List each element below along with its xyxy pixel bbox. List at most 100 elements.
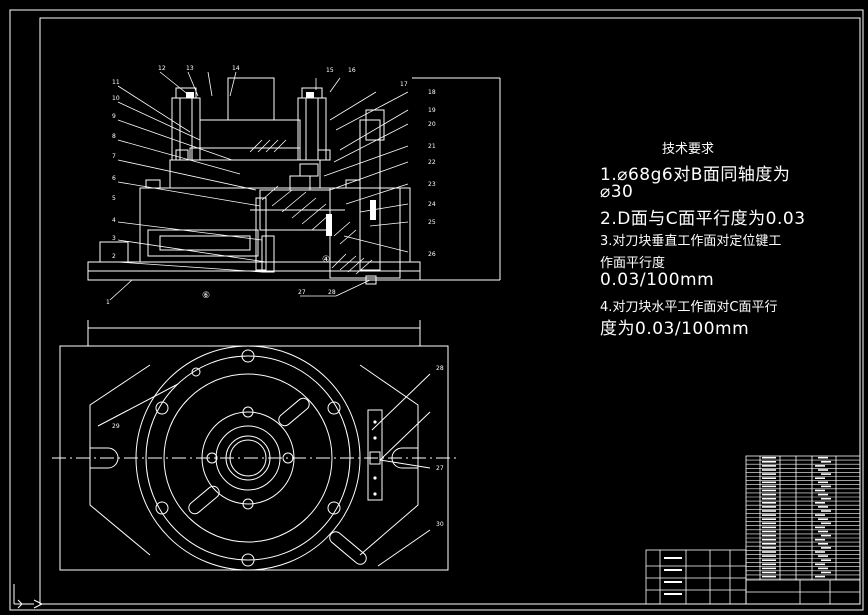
- balloon-3: 3: [112, 235, 116, 242]
- parts-list-entry-mark: [762, 563, 776, 566]
- parts-list-entry-mark: [818, 518, 828, 520]
- balloon-16: 16: [348, 67, 356, 74]
- parts-list-rows: [746, 459, 860, 580]
- title-block-entry-mark: [664, 569, 682, 571]
- balloon-25: 25: [428, 219, 436, 226]
- parts-list-entry-mark: [762, 526, 776, 529]
- parts-list-entry-mark: [762, 522, 776, 525]
- parts-list-entry-mark: [762, 555, 776, 557]
- balloon-18: 18: [428, 89, 436, 96]
- parts-list-entry-mark: [762, 530, 776, 533]
- parts-list-entry-mark: [762, 567, 776, 570]
- parts-list-entry-mark: [762, 497, 776, 500]
- parts-list-entry-mark: [821, 485, 831, 488]
- balloon-6: 6: [112, 175, 116, 182]
- parts-list-entry-mark: [821, 461, 831, 463]
- requirement-line-4: 3.对刀块垂直工作面对定位键工: [600, 234, 782, 249]
- parts-list-entry-mark: [762, 485, 776, 488]
- parts-list-entry-mark: [818, 555, 828, 557]
- balloon-2: 2: [112, 253, 116, 260]
- parts-list-entry-mark: [815, 538, 825, 541]
- parts-list-entry-mark: [762, 538, 776, 541]
- parts-list-entry-mark: [821, 547, 831, 549]
- parts-list-entry-mark: [818, 456, 828, 459]
- balloon-21: 21: [428, 143, 436, 150]
- parts-list-entry-mark: [815, 514, 825, 516]
- parts-list-entry-mark: [762, 465, 776, 467]
- parts-list-entry-mark: [821, 510, 831, 512]
- parts-list-entry-mark: [762, 571, 776, 574]
- parts-list-entry-mark: [818, 469, 828, 471]
- title-block-entry-mark: [664, 593, 682, 595]
- ucs-icon: [13, 584, 44, 609]
- parts-list-entry-mark: [762, 559, 776, 561]
- tech-requirements-title: 技术要求: [662, 142, 715, 157]
- parts-list-entry-mark: [762, 473, 776, 475]
- parts-list-entry-mark: [762, 510, 776, 512]
- balloon-17: 17: [400, 81, 408, 88]
- parts-list-entry-mark: [815, 526, 825, 529]
- parts-list-entry-mark: [818, 543, 828, 545]
- requirement-line-1: 1.⌀68g6对B面同轴度为: [600, 165, 791, 185]
- parts-list-entry-mark: [762, 461, 776, 463]
- requirement-line-2: ⌀30: [600, 182, 634, 202]
- requirement-line-7: 4.对刀块水平工作面对C面平行: [600, 300, 778, 315]
- title-block-entry-mark: [664, 557, 682, 559]
- balloon-20: 20: [428, 121, 436, 128]
- balloon-26: 26: [428, 251, 436, 258]
- parts-list-entry-mark: [821, 534, 831, 537]
- section-solids: [186, 92, 376, 236]
- parts-list-entry-mark: [762, 543, 776, 545]
- balloon-10: 10: [112, 95, 120, 102]
- side-mark: ④: [322, 255, 330, 265]
- balloon-27: 27: [298, 289, 306, 296]
- sheet-frame: [9, 9, 864, 611]
- balloon-22: 22: [428, 159, 436, 166]
- balloon-labels: 11 12 13 14 10 9 8 7 6 5 4 3 2 1 15 16 1…: [106, 65, 444, 528]
- parts-list-entry-mark: [818, 481, 828, 484]
- balloon-5: 5: [112, 195, 116, 202]
- balloon-plan-29: 29: [112, 423, 120, 430]
- parts-list-entry-mark: [762, 481, 776, 484]
- parts-list-entry-mark: [762, 514, 776, 516]
- section-mark: ⑥: [202, 291, 210, 301]
- parts-list-entry-mark: [762, 477, 776, 479]
- parts-list-entry-mark: [762, 551, 776, 553]
- requirement-line-6: 0.03/100mm: [600, 270, 715, 290]
- plan-view-markers: [373, 420, 377, 496]
- parts-list-entry-mark: [762, 534, 776, 537]
- parts-list-entry-mark: [762, 456, 776, 459]
- parts-list-entry-mark: [815, 489, 825, 492]
- parts-list-entry-mark: [821, 497, 831, 500]
- balloon-15: 15: [326, 67, 334, 74]
- parts-list-entry-mark: [815, 477, 825, 479]
- parts-list-entry-mark: [762, 469, 776, 471]
- parts-list-entry-mark: [821, 522, 831, 525]
- parts-list-entry-mark: [815, 551, 825, 553]
- section-hatching: [249, 139, 373, 275]
- balloon-11: 11: [112, 79, 120, 86]
- requirement-line-8: 度为0.03/100mm: [600, 319, 750, 339]
- parts-list-entry-mark: [762, 506, 776, 508]
- balloon-plan-28: 28: [436, 365, 444, 372]
- balloon-9: 9: [112, 113, 116, 120]
- balloon-24: 24: [428, 201, 436, 208]
- balloon-12: 12: [158, 65, 166, 72]
- requirement-line-3: 2.D面与C面平行度为0.03: [600, 209, 806, 229]
- section-marks: ⑥ ④: [202, 255, 330, 301]
- balloon-4: 4: [112, 217, 116, 224]
- balloon-13: 13: [186, 65, 194, 72]
- parts-list-entry-mark: [818, 493, 828, 496]
- plan-view: [52, 320, 456, 571]
- parts-list-entry-mark: [821, 571, 831, 574]
- parts-list-entry-mark: [818, 506, 828, 508]
- parts-list-entry-mark: [762, 489, 776, 492]
- parts-list-entry-mark: [818, 567, 828, 570]
- balloon-14: 14: [232, 65, 240, 72]
- balloon-plan-27: 27: [436, 465, 444, 472]
- requirement-line-5: 作面平行度: [600, 256, 666, 271]
- parts-list-entry-mark: [762, 518, 776, 520]
- parts-list-entry-mark: [821, 559, 831, 561]
- parts-list-entry-mark: [818, 530, 828, 533]
